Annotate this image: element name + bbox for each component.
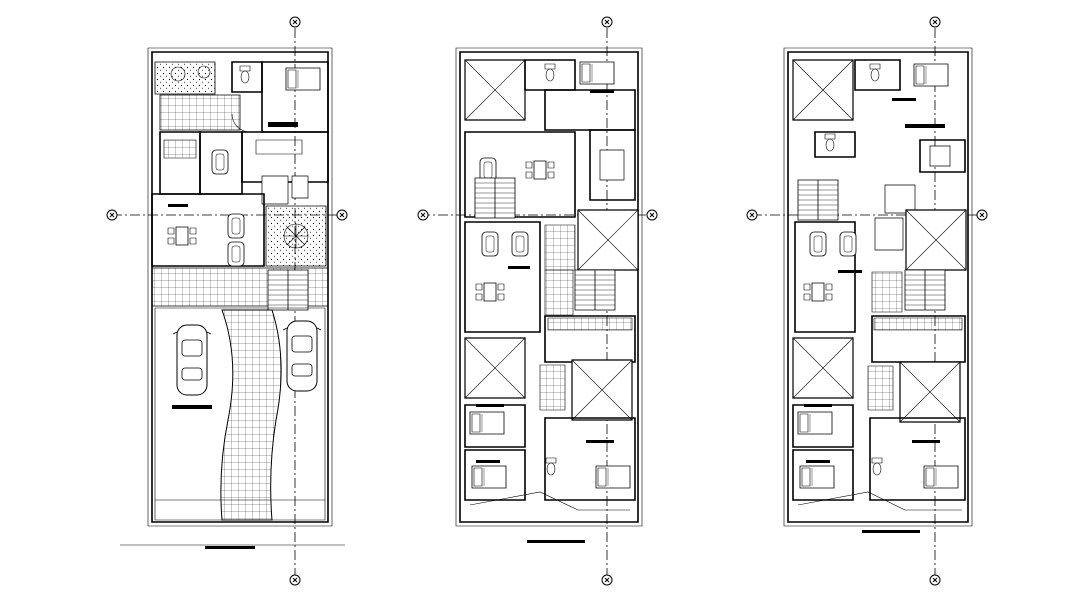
sofa-icon (211, 149, 229, 175)
toilet-icon (544, 63, 556, 82)
sofa-icon (481, 231, 499, 257)
toilet-icon (545, 457, 557, 476)
bed-icon (471, 465, 507, 489)
toilet-icon (869, 63, 881, 82)
second-floor-plan (746, 16, 988, 586)
dining-table-icon (475, 282, 505, 302)
car-icon (282, 320, 322, 392)
stair-icon (474, 177, 516, 219)
stair-icon (574, 269, 616, 311)
first-floor-plan (417, 16, 658, 586)
toilet-icon (871, 457, 883, 476)
sofa-icon (511, 231, 529, 257)
garden (155, 62, 215, 94)
stair-icon (797, 179, 839, 221)
lightwell (571, 359, 633, 421)
sofa-icon (227, 213, 245, 239)
car-icon (172, 324, 212, 396)
toilet-icon (239, 65, 251, 84)
stair-icon (904, 269, 946, 311)
bed-icon (923, 465, 959, 489)
lightwell (792, 59, 854, 121)
entrance-path (221, 310, 281, 520)
bed-icon (579, 61, 615, 85)
bed-icon (797, 411, 833, 435)
lightwell (577, 209, 639, 271)
bed-icon (469, 411, 505, 435)
stair-icon (267, 269, 309, 311)
sofa-icon (839, 231, 857, 257)
lightwell (905, 209, 967, 271)
bed-icon (595, 465, 631, 489)
tree-icon (171, 66, 210, 81)
sofa-icon (809, 231, 827, 257)
tree-icon (284, 224, 308, 248)
bed-icon (913, 63, 949, 87)
lightwell (792, 337, 854, 399)
bed-icon (799, 465, 835, 489)
dining-table-icon (167, 226, 197, 246)
lightwell (899, 361, 961, 423)
dining-table-icon (803, 282, 833, 302)
lightwell (464, 337, 526, 399)
bed-icon (285, 67, 321, 91)
ground-floor-plan (106, 16, 348, 586)
sofa-icon (227, 241, 245, 267)
dining-table-icon (525, 160, 555, 180)
lightwell (464, 59, 526, 121)
toilet-icon (824, 133, 836, 152)
